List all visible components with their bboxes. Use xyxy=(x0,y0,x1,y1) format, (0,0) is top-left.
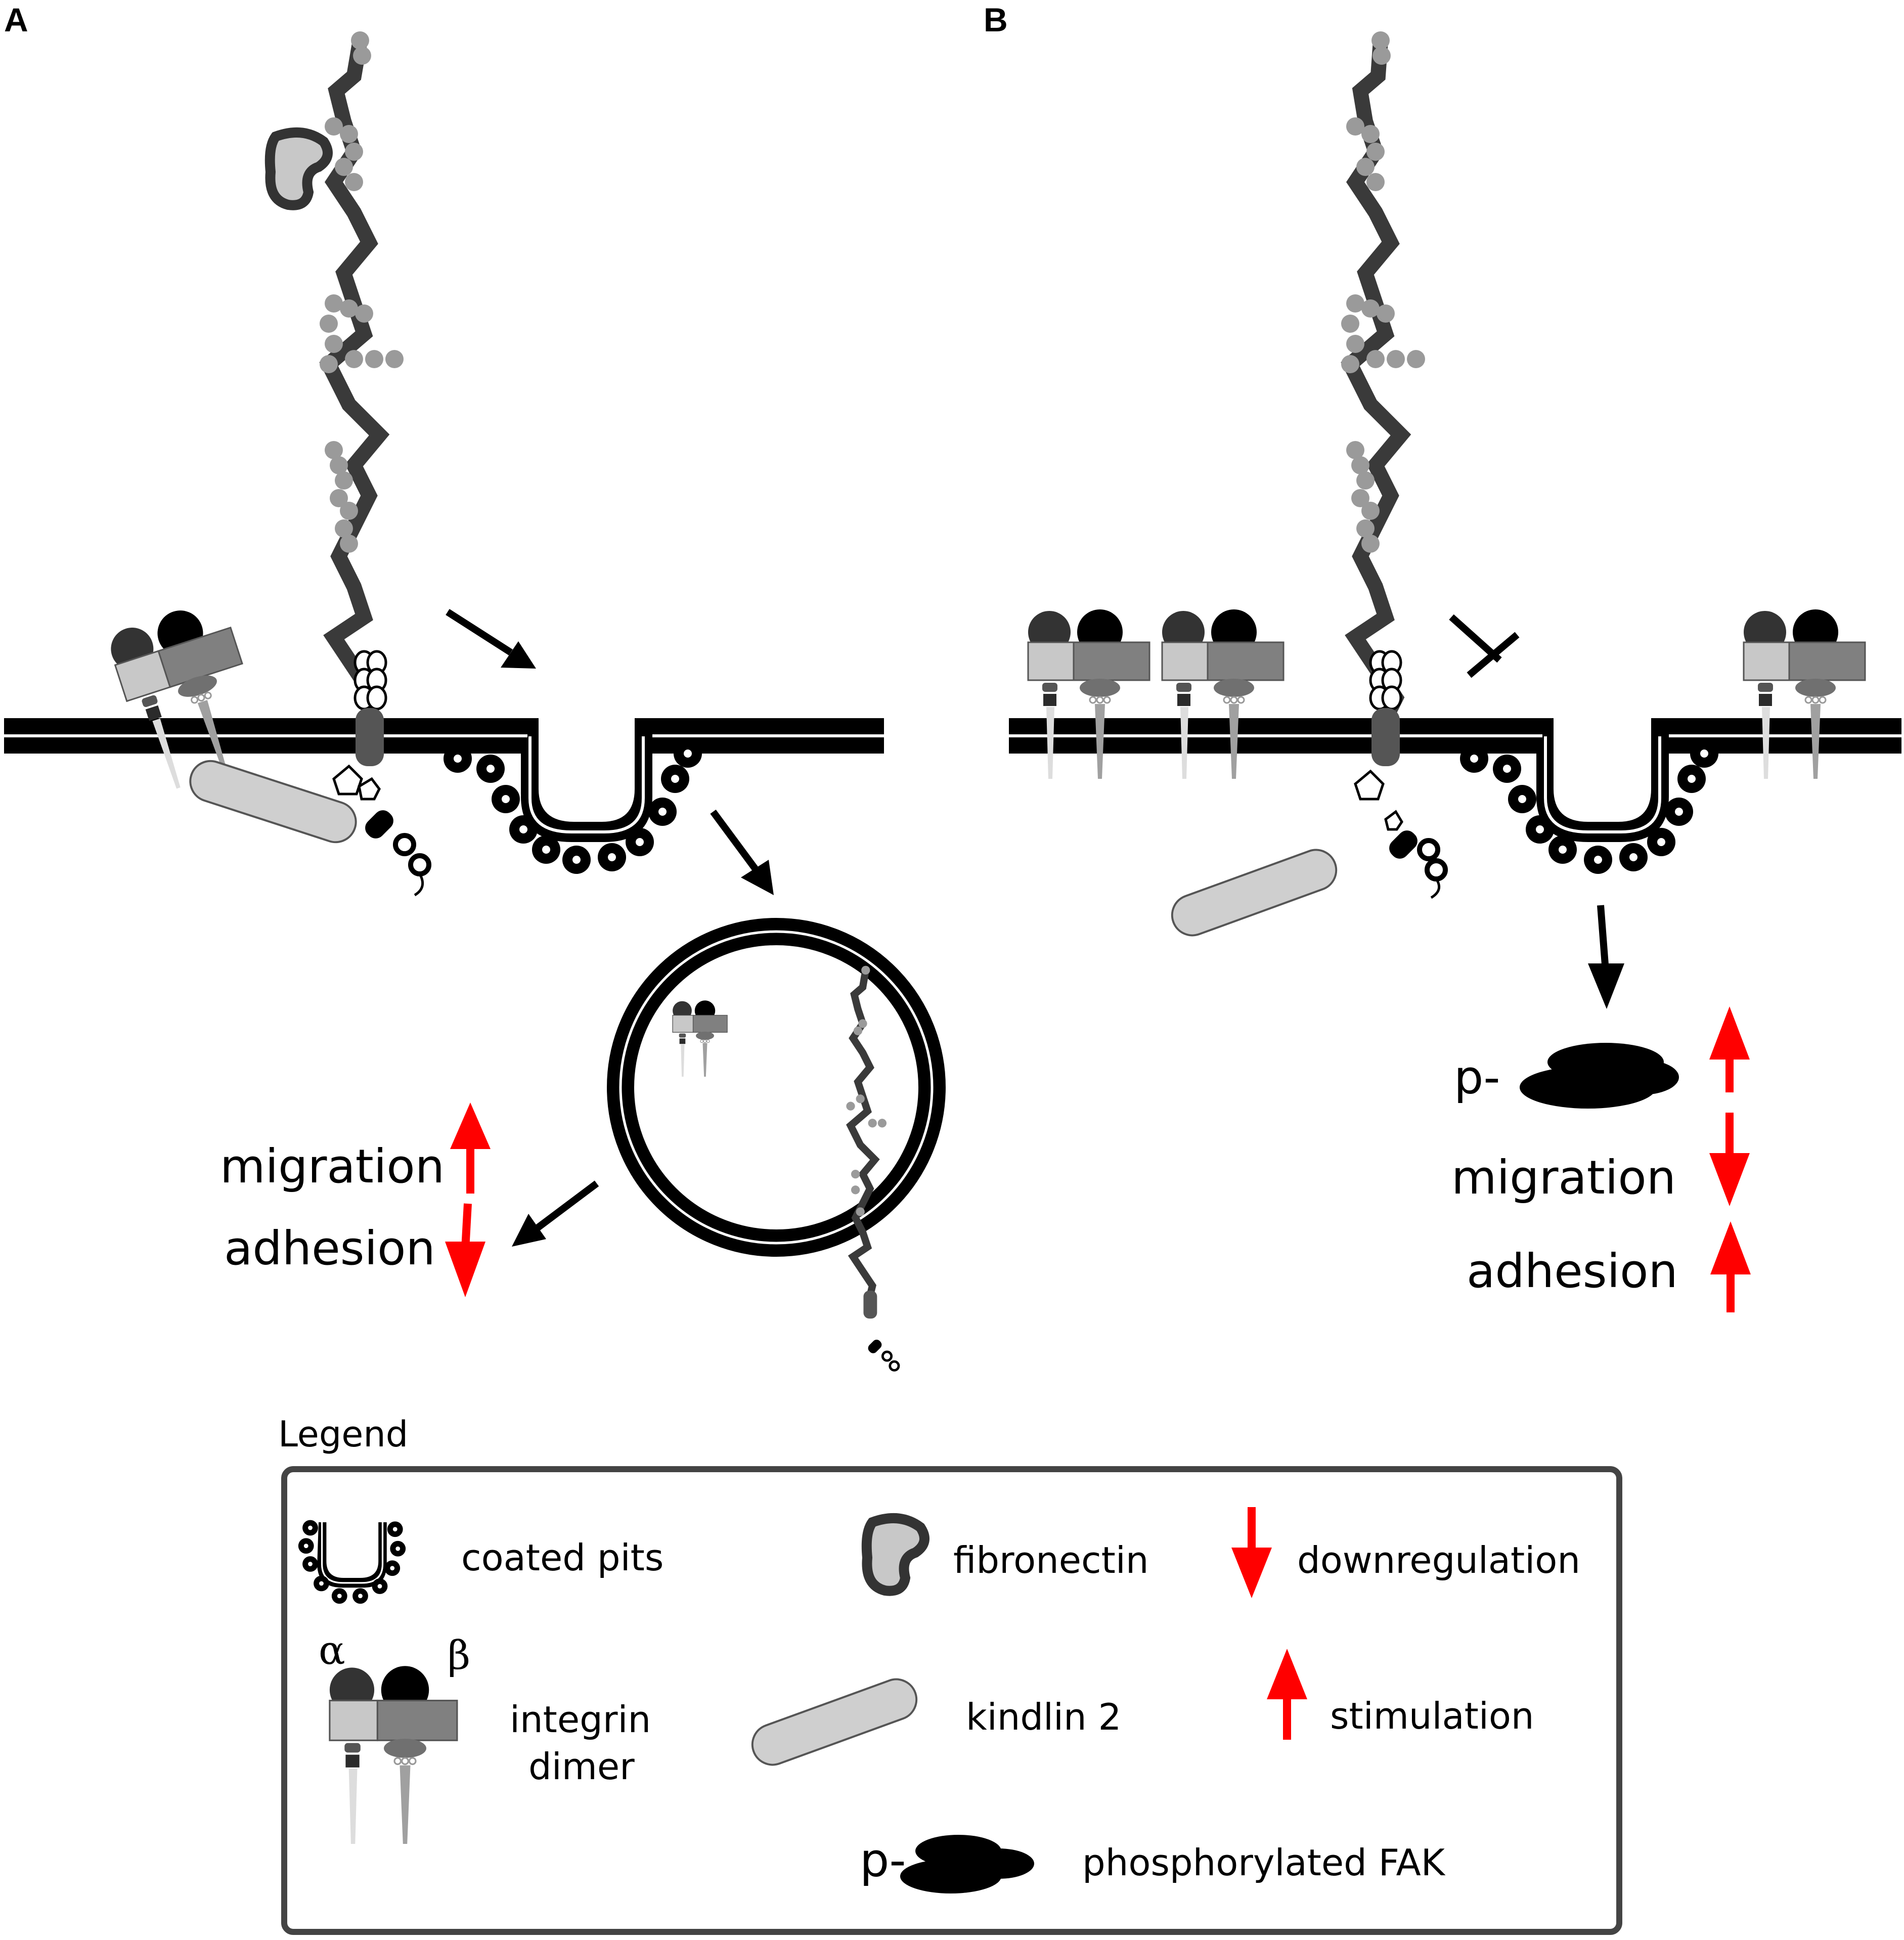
stimulation-legend-icon xyxy=(1267,1649,1307,1740)
legend-kindlin: kindlin 2 xyxy=(966,1696,1121,1738)
arrow-into-pit-a xyxy=(446,609,536,669)
vesicle-rings xyxy=(463,775,1090,1402)
kindlin-a xyxy=(189,760,357,844)
fibronectin-legend-icon xyxy=(861,1513,929,1596)
legend-stimulation: stimulation xyxy=(1330,1695,1534,1737)
arrow-to-vesicle-a xyxy=(710,809,774,895)
legend-fak: phosphorylated FAK xyxy=(1082,1841,1446,1884)
integrin-dimer-in-vesicle xyxy=(672,1000,728,1077)
red-up-arrow-adhesion-b xyxy=(1710,1221,1751,1312)
panel-b-letter: B xyxy=(984,1,1008,38)
endocytic-vesicle-ring xyxy=(465,779,1082,1396)
red-down-arrow-adhesion-a xyxy=(445,1203,485,1297)
downregulation-legend-icon xyxy=(1231,1507,1272,1598)
vesicle-wall xyxy=(466,778,1087,1399)
coated-pit-a xyxy=(444,739,702,874)
red-up-arrow-fak-b xyxy=(1709,1006,1750,1092)
legend-alpha: α xyxy=(319,1628,345,1673)
phosphorylated-fak-legend-icon xyxy=(900,1835,1034,1893)
fak-prefix-b: p- xyxy=(1454,1050,1500,1105)
arrow-from-vesicle-a xyxy=(512,1180,599,1247)
legend-box xyxy=(281,1466,1622,1935)
legend-fibronectin: fibronectin xyxy=(953,1539,1149,1581)
arrow-down-b xyxy=(1588,905,1624,1009)
kindlin-legend-icon xyxy=(751,1678,918,1766)
legend-fak-prefix: p- xyxy=(860,1833,906,1887)
integrin-dimer-a xyxy=(104,595,274,796)
phosphorylated-fak-b xyxy=(1520,1043,1679,1109)
red-down-arrow-migration-b xyxy=(1709,1113,1750,1206)
coated-pit-b xyxy=(1460,739,1718,874)
label-migration-b: migration xyxy=(1451,1151,1676,1205)
fibronectin-fiber-a xyxy=(319,31,431,897)
label-migration-a: migration xyxy=(220,1139,445,1194)
inhibition-bar-b xyxy=(1449,614,1520,678)
legend-integrin-line1: integrin xyxy=(510,1698,651,1741)
kindlin-b xyxy=(1171,849,1338,937)
endocytic-vesicle xyxy=(607,918,946,1257)
plasma-membrane-a xyxy=(4,718,884,842)
legend-coated-pits: coated pits xyxy=(461,1536,663,1579)
fibronectin-fiber-b xyxy=(1341,31,1448,899)
panel-a-letter: A xyxy=(4,1,28,38)
fibronectin-molecule-a xyxy=(264,127,333,210)
legend-downregulation: downregulation xyxy=(1297,1539,1580,1581)
coated-pit-legend-icon xyxy=(298,1520,406,1604)
legend-beta: β xyxy=(448,1633,470,1679)
legend-integrin-line2: dimer xyxy=(528,1745,635,1788)
red-up-arrow-migration-a xyxy=(450,1103,491,1194)
label-adhesion-b: adhesion xyxy=(1467,1244,1678,1298)
label-adhesion-a: adhesion xyxy=(224,1221,435,1275)
fibronectin-in-vesicle xyxy=(846,965,900,1372)
legend-title: Legend xyxy=(278,1414,408,1455)
